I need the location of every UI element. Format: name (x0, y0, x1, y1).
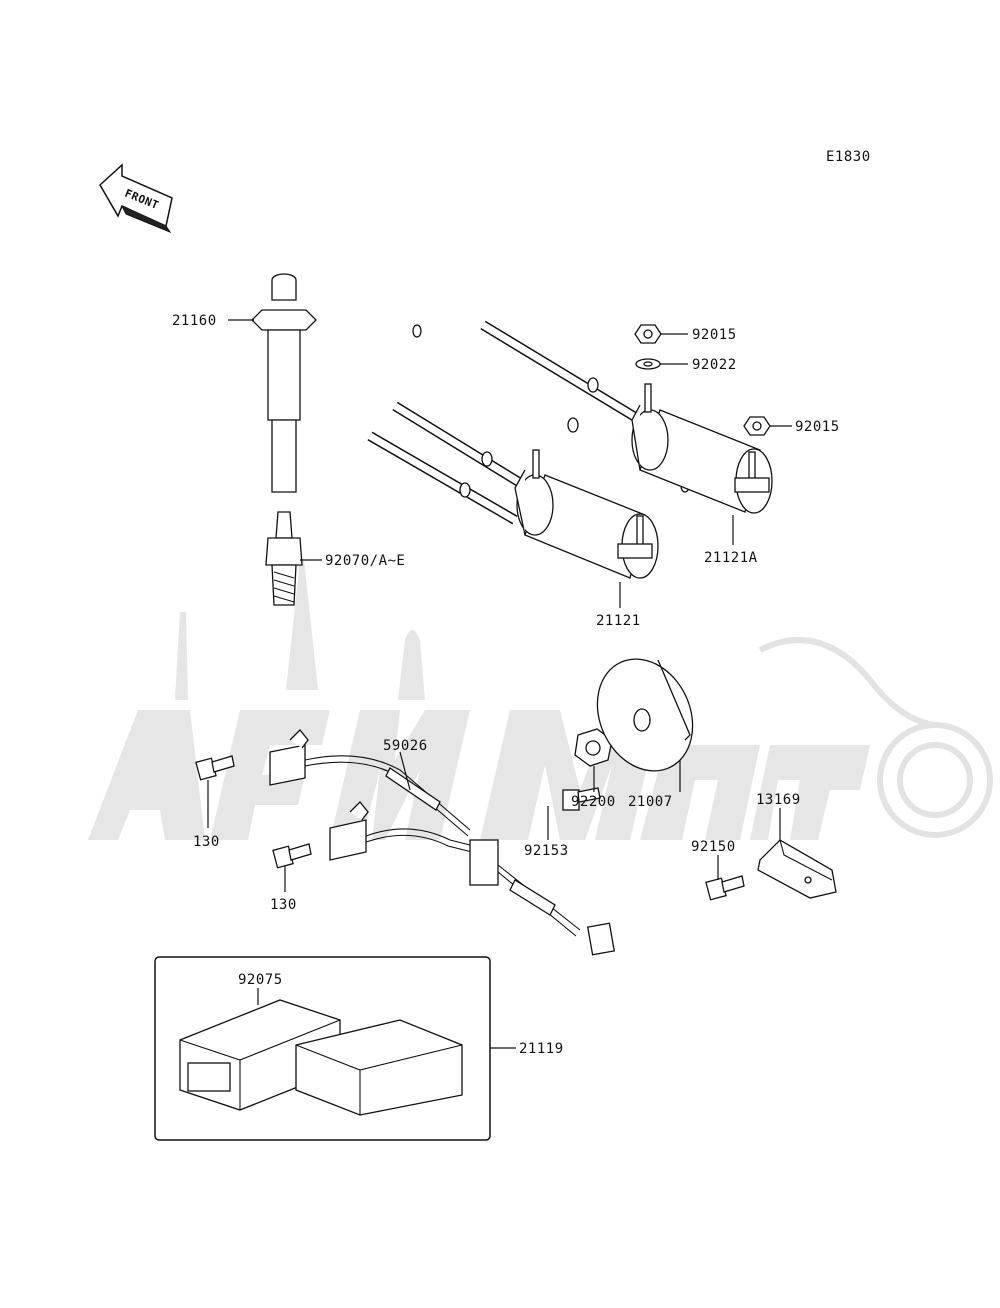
label-92153: 92153 (524, 843, 569, 859)
bolt-92153 (562, 787, 601, 811)
label-92015-right: 92015 (795, 419, 840, 435)
bolt-92150 (705, 875, 745, 901)
label-59026: 59026 (383, 738, 428, 754)
label-21160: 21160 (172, 313, 217, 329)
label-130-upper: 130 (193, 834, 220, 850)
ignition-coil-front (514, 449, 659, 579)
front-arrow-icon: FRONT (99, 163, 173, 234)
label-21119: 21119 (519, 1041, 564, 1057)
label-13169: 13169 (756, 792, 801, 808)
label-92022: 92022 (692, 357, 737, 373)
spark-plug-cap (251, 273, 317, 493)
diagram-code: E1830 (826, 149, 871, 165)
timing-rotor-21007 (596, 658, 694, 772)
bracket-13169 (757, 839, 837, 899)
nut-92015-right (743, 416, 771, 436)
pickup-coil-harness (269, 729, 616, 956)
label-92200: 92200 (571, 794, 616, 810)
bolt-130-lower (272, 843, 312, 869)
label-92150: 92150 (691, 839, 736, 855)
bolt-130-upper (195, 755, 235, 781)
label-21007: 21007 (628, 794, 673, 810)
washer-92022 (635, 358, 661, 370)
label-130-lower: 130 (270, 897, 297, 913)
spark-plug (265, 511, 303, 606)
label-92070: 92070/A~E (325, 553, 405, 569)
igniter-kit-box (154, 956, 491, 1141)
ignition-coil-rear (631, 383, 773, 514)
nut-92015-top (634, 324, 662, 344)
leader-lines (207, 319, 792, 1049)
label-21121A: 21121A (704, 550, 758, 566)
ht-leads (272, 263, 690, 525)
label-92015-top: 92015 (692, 327, 737, 343)
label-21121: 21121 (596, 613, 641, 629)
label-92075: 92075 (238, 972, 283, 988)
watermark-logo (88, 560, 993, 840)
nut-92200 (574, 728, 613, 767)
